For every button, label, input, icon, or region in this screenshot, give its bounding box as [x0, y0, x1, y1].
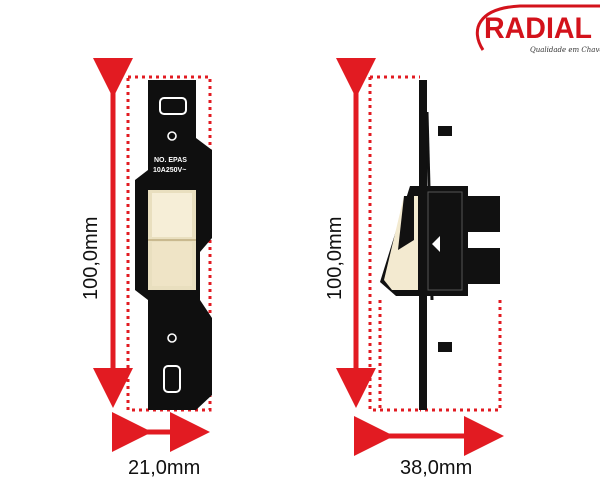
plate-text-rating: 10A250V~: [153, 167, 186, 174]
front-rocker-switch: [148, 190, 196, 290]
side-view: 100,0mm 38,0mm: [324, 58, 504, 479]
brand-logo: RADIAL Qualidade em Chave: [475, 4, 600, 54]
logo-brand-text: RADIAL: [484, 12, 592, 45]
logo-tagline: Qualidade em Chave: [530, 46, 600, 54]
side-switch-body: [420, 186, 468, 296]
plate-text-model: NO. EPAS: [154, 157, 187, 164]
front-bottom-hole-icon: [167, 333, 177, 343]
front-width-label: 21,0mm: [128, 457, 200, 479]
front-view: NO. EPAS 10A250V~ 100,0mm 21,0mm: [80, 58, 212, 479]
side-bottom-screw: [438, 342, 452, 352]
front-top-slot-icon: [159, 97, 187, 115]
front-bottom-slot-icon: [163, 365, 181, 393]
logo-swoosh: [475, 4, 600, 51]
side-height-label: 100,0mm: [324, 217, 346, 300]
front-top-hole-icon: [167, 131, 177, 141]
side-top-screw: [438, 126, 452, 136]
side-depth-label: 38,0mm: [400, 457, 472, 479]
front-height-label: 100,0mm: [80, 217, 102, 300]
side-terminals: [432, 196, 500, 284]
